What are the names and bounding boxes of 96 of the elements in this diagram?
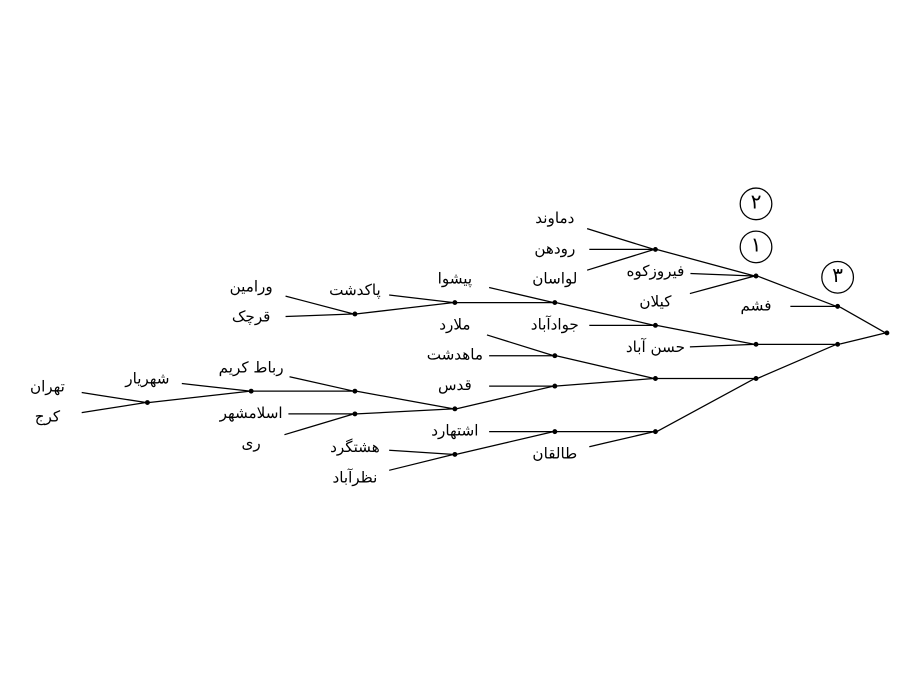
node-point (552, 428, 558, 434)
connector (389, 449, 453, 454)
connector (489, 354, 553, 356)
connector (589, 430, 654, 447)
connector (389, 454, 453, 470)
connector (488, 286, 553, 302)
node-point (652, 428, 658, 434)
node-text: پاکدشت (329, 280, 381, 299)
node-text: ری (242, 434, 261, 452)
node-text: اشتهارد (431, 421, 478, 440)
connector (690, 272, 754, 276)
node-text: دماوند (535, 208, 574, 226)
connector (556, 377, 654, 386)
connector (657, 324, 754, 344)
node-text: کیلان (639, 292, 672, 310)
connector (285, 294, 353, 314)
node-point (652, 322, 658, 328)
node-point (754, 341, 758, 346)
node-point (835, 341, 840, 346)
node-text: شهریار (125, 369, 170, 388)
connector (556, 354, 654, 378)
node-text: حسن آباد (626, 338, 685, 356)
connector (82, 402, 146, 413)
node-text: ورامین (230, 276, 273, 295)
node-point (352, 388, 358, 394)
node-point (835, 303, 840, 308)
node-text: اسلامشهر (220, 403, 283, 422)
connector (253, 390, 354, 392)
node-text: پیشوا (438, 269, 472, 288)
connector (589, 324, 654, 326)
connector (149, 390, 250, 403)
node-text: رباط کریم (218, 358, 284, 376)
node-text: قرچک (232, 307, 270, 326)
node-text: کرج (34, 407, 60, 426)
connector (489, 384, 553, 386)
connector (284, 413, 353, 435)
node-text: فیروزکوه (626, 262, 684, 280)
connector (489, 430, 553, 432)
connector (288, 412, 353, 414)
connector (586, 228, 654, 250)
connector (589, 248, 654, 250)
connector (456, 430, 554, 454)
connector (356, 408, 454, 414)
connector (556, 302, 654, 326)
connector (690, 275, 754, 294)
node-text: تهران (30, 376, 65, 395)
node-text: جوادآباد (530, 314, 579, 333)
connector (586, 248, 654, 270)
node-point (652, 376, 658, 380)
connector (790, 305, 836, 306)
connector (840, 332, 885, 344)
node-point (552, 300, 558, 305)
connector (182, 382, 249, 392)
node-circle: ۳ (821, 260, 854, 294)
connector (657, 378, 754, 432)
node-point (754, 273, 758, 278)
node-point (552, 383, 558, 388)
connector (840, 306, 885, 332)
node-point (552, 352, 558, 358)
connector (289, 376, 353, 392)
node-text: ملارد (439, 314, 471, 333)
node-text: لواسان (532, 269, 578, 288)
node-text: نظرآباد (332, 468, 378, 486)
node-point (754, 376, 758, 380)
node-point (248, 388, 254, 394)
node-text: هشتگرد (330, 438, 380, 456)
connector (456, 385, 554, 409)
connector (389, 294, 453, 303)
connector (82, 391, 146, 403)
connector (657, 377, 754, 379)
connector (486, 334, 553, 356)
node-point (452, 451, 458, 456)
connector (556, 430, 654, 432)
connector (758, 343, 836, 344)
node-text: قدس (438, 376, 472, 394)
connector (758, 344, 836, 378)
node-point (352, 311, 358, 316)
connector (657, 248, 754, 276)
node-point (452, 300, 458, 305)
node-text: فشم (740, 296, 772, 314)
connector (356, 390, 454, 409)
connector (758, 275, 836, 306)
node-circle: ۱ (740, 230, 772, 263)
connector (690, 343, 754, 347)
node-point (352, 410, 358, 416)
node-circle: ۲ (740, 186, 772, 220)
connector (286, 312, 353, 317)
node-point (884, 330, 890, 335)
node-text: رودهن (534, 238, 576, 257)
node-point (452, 406, 458, 411)
connector (456, 301, 553, 303)
connector (356, 302, 454, 314)
node-text: ماهدشت (426, 345, 484, 364)
node-point (144, 400, 150, 404)
node-text: طالقان (532, 444, 578, 462)
node-point (652, 246, 658, 252)
